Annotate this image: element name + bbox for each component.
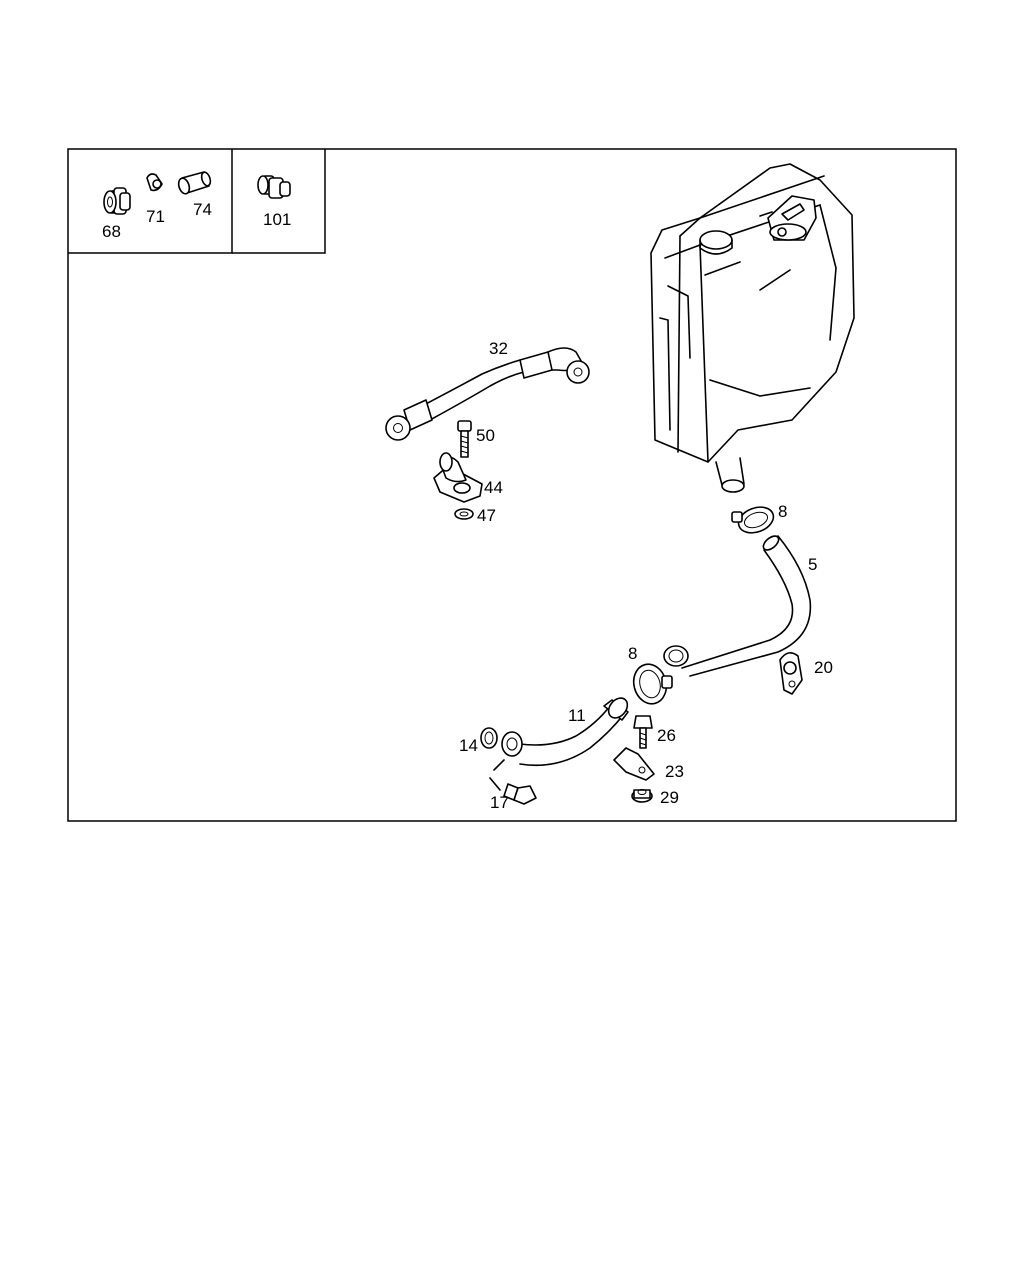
label-20: 20 (814, 658, 833, 677)
part-47-seal[interactable] (454, 508, 474, 520)
part-101-fitting[interactable] (257, 175, 291, 199)
label-32: 32 (489, 339, 508, 358)
part-26-bolt[interactable] (633, 715, 653, 749)
label-101: 101 (263, 210, 291, 229)
label-47: 47 (477, 506, 496, 525)
label-8-lower: 8 (628, 644, 637, 663)
part-23-bracket[interactable] (613, 747, 655, 781)
part-71-clip[interactable] (146, 173, 163, 192)
label-17: 17 (490, 793, 509, 812)
label-29: 29 (660, 788, 679, 807)
label-5: 5 (808, 555, 817, 574)
part-8-clamp-upper[interactable] (731, 503, 777, 538)
label-44: 44 (484, 478, 503, 497)
part-5-hose[interactable] (663, 533, 812, 677)
part-17-screw[interactable] (503, 783, 537, 805)
part-14-o-ring[interactable] (480, 727, 498, 749)
part-8-clamp-lower[interactable] (629, 661, 673, 708)
label-26: 26 (657, 726, 676, 745)
part-74-sleeve[interactable] (177, 171, 212, 195)
part-50-bolt[interactable] (457, 420, 472, 458)
diagram-frame (67, 148, 957, 822)
inset-box-2 (232, 149, 326, 254)
part-32-pressure-line[interactable] (385, 347, 590, 441)
part-44-fitting[interactable] (433, 452, 483, 503)
part-68-union-nut[interactable] (103, 187, 131, 215)
label-50: 50 (476, 426, 495, 445)
label-14: 14 (459, 736, 478, 755)
label-11: 11 (568, 706, 586, 725)
label-8-upper: 8 (778, 502, 787, 521)
part-20-holder[interactable] (779, 652, 803, 695)
label-74: 74 (193, 200, 212, 219)
label-68: 68 (102, 222, 121, 241)
part-29-nut[interactable] (631, 789, 653, 803)
fluid-reservoir[interactable] (650, 163, 855, 493)
label-23: 23 (665, 762, 684, 781)
label-71: 71 (146, 207, 165, 226)
part-11-pipe[interactable] (489, 694, 631, 791)
